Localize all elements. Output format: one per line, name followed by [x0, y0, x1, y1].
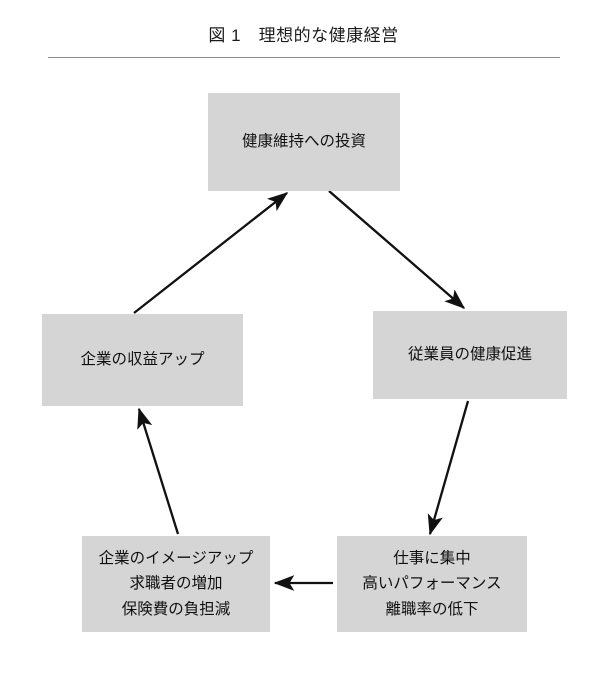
figure-title: 図 1 理想的な健康経営 [208, 26, 399, 45]
node-performance-line-1: 仕事に集中 [393, 550, 471, 568]
node-performance-line-2: 高いパフォーマンス [362, 575, 502, 593]
arrow-image-to-profit [137, 407, 180, 535]
node-profit-line-1: 企業の収益アップ [80, 351, 205, 369]
node-image-line-1: 企業のイメージアップ [98, 550, 254, 568]
arrow-invest-to-health [328, 190, 466, 309]
node-invest-line-1: 健康維持への投資 [241, 133, 366, 151]
node-image-line-3: 保険費の負担減 [121, 600, 231, 618]
node-image: 企業のイメージアップ 求職者の増加 保険費の負担減 [82, 536, 270, 632]
title-divider [48, 57, 560, 58]
arrow-health-to-performance [427, 400, 470, 536]
arrow-profit-to-invest [133, 192, 289, 314]
node-profit: 企業の収益アップ [42, 314, 243, 406]
node-health: 従業員の健康促進 [373, 311, 567, 399]
node-health-line-1: 従業員の健康促進 [407, 346, 532, 364]
node-image-line-2: 求職者の増加 [129, 575, 223, 593]
node-invest: 健康維持への投資 [208, 93, 400, 191]
node-performance-line-3: 離職率の低下 [385, 600, 479, 618]
node-performance: 仕事に集中 高いパフォーマンス 離職率の低下 [337, 536, 527, 632]
